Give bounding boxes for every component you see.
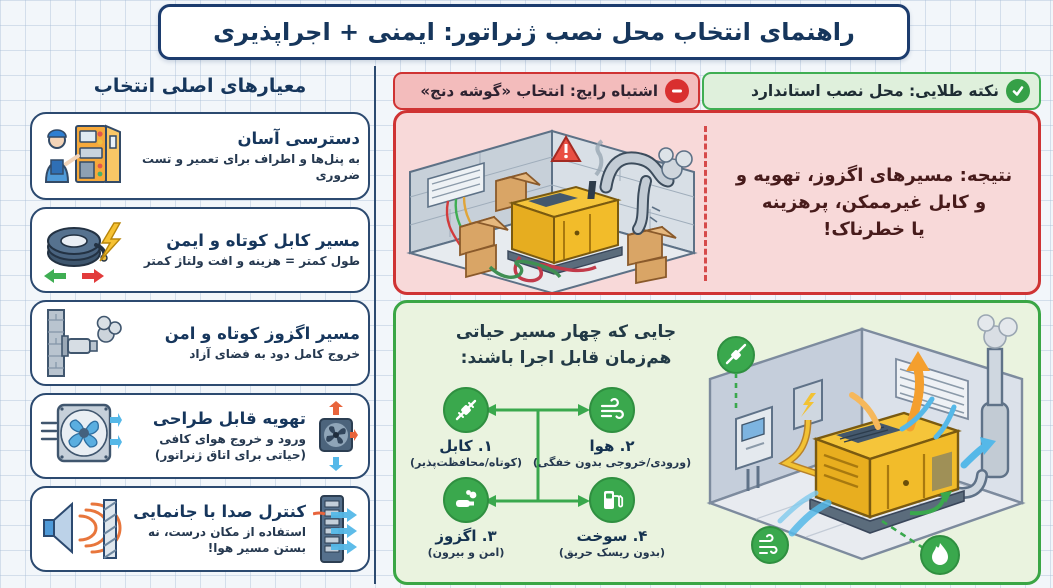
column-divider xyxy=(374,66,376,584)
criteria-title: دسترسی آسان xyxy=(237,128,360,148)
plug-cable-icon xyxy=(443,387,489,433)
path-title: ۴. سوخت xyxy=(576,527,648,545)
standard-room-illustration xyxy=(706,314,1026,575)
speaker-sound-barrier-icon xyxy=(40,494,124,564)
wind-icon xyxy=(589,387,635,433)
criteria-subtitle: به پنل‌ها و اطراف برای تعمیر و تست ضروری xyxy=(141,152,360,183)
mistake-result-text: نتیجه: مسیرهای اگزوز، تهویه و و کابل غیر… xyxy=(712,113,1036,292)
path-subtitle: (بدون ریسک حریق) xyxy=(558,546,666,559)
criteria-card-noise: کنترل صدا با جانمایی استفاده از مکان درس… xyxy=(30,486,370,572)
criteria-card-cable: مسیر کابل کوتاه و ایمن طول کمتر = هزینه … xyxy=(30,207,370,293)
criteria-subtitle: خروج کامل دود به فضای آزاد xyxy=(189,347,360,362)
common-mistake-badge: اشتباه رایج: انتخاب «گوشه دنج» xyxy=(393,72,700,110)
page-title-box: راهنمای انتخاب محل نصب ژنراتور: ایمنی + … xyxy=(158,4,910,60)
result-line-2: و کابل غیرممکن، پرهزینه xyxy=(761,192,987,213)
criteria-title: مسیر اگزوز کوتاه و امن xyxy=(164,323,360,343)
path-item-exhaust: ۳. اگزوز (امن و بیرون) xyxy=(408,477,524,559)
path-title: ۳. اگزوز xyxy=(435,527,497,545)
criteria-card-exhaust: مسیر اگزوز کوتاه و امن خروج کامل دود به … xyxy=(30,300,370,386)
cable-coil-lightning-icon xyxy=(40,215,124,285)
louver-airflow-icon xyxy=(312,492,360,566)
path-item-fuel: ۴. سوخت (بدون ریسک حریق) xyxy=(524,477,700,559)
fuel-pump-icon xyxy=(589,477,635,523)
result-line-3: یا خطرناک! xyxy=(823,219,925,240)
red-dashed-divider xyxy=(704,126,707,281)
sidebar-heading: معیارهای اصلی انتخاب xyxy=(93,75,307,97)
solution-heading: جایی که چهار مسیر حیاتی هم‌زمان قابل اجر… xyxy=(426,319,706,372)
golden-tip-label: نکته طلایی: محل نصب استاندارد xyxy=(751,82,999,100)
path-subtitle: (ورودی/خروجی بدون خفگی) xyxy=(532,456,692,469)
criteria-subtitle: ورود و خروج هوای کافی (حیاتی برای اتاق ژ… xyxy=(154,432,306,463)
criteria-title: مسیر کابل کوتاه و ایمن xyxy=(166,230,360,250)
path-title: ۲. هوا xyxy=(589,437,635,455)
minus-circle-icon xyxy=(665,79,689,103)
criteria-subtitle: استفاده از مکان درست، نه بستن مسیر هوا! xyxy=(148,525,306,556)
path-title: ۱. کابل xyxy=(439,437,493,455)
page-title: راهنمای انتخاب محل نصب ژنراتور: ایمنی + … xyxy=(213,18,855,46)
criteria-card-ventilation: تهویه قابل طراحی ورود و خروج هوای کافی (… xyxy=(30,393,370,479)
result-line-1: نتیجه: مسیرهای اگزوز، تهویه و xyxy=(735,165,1013,186)
criteria-subtitle: طول کمتر = هزینه و افت ولتاژ کمتر xyxy=(143,254,360,269)
criteria-sidebar: معیارهای اصلی انتخاب xyxy=(30,66,370,572)
path-subtitle: (کوتاه/محافظت‌پذیر) xyxy=(409,456,522,469)
path-subtitle: (امن و بیرون) xyxy=(427,546,505,559)
ventilation-fan-icon xyxy=(40,401,124,471)
exhaust-through-wall-icon xyxy=(40,308,124,378)
cluttered-corner-illustration xyxy=(406,129,698,292)
check-circle-icon xyxy=(1006,79,1030,103)
technician-control-panel-icon xyxy=(40,120,124,192)
small-fan-airflow-icon xyxy=(312,399,360,473)
golden-tip-badge: نکته طلایی: محل نصب استاندارد xyxy=(702,72,1041,110)
criteria-cards: دسترسی آسان به پنل‌ها و اطراف برای تعمیر… xyxy=(30,112,370,572)
criteria-title: تهویه قابل طراحی xyxy=(152,408,306,428)
common-mistake-label: اشتباه رایج: انتخاب «گوشه دنج» xyxy=(420,82,658,100)
path-item-cable: ۱. کابل (کوتاه/محافظت‌پذیر) xyxy=(408,387,524,469)
criteria-title: کنترل صدا با جانمایی xyxy=(133,501,306,521)
solution-heading-line-2: هم‌زمان قابل اجرا باشند: xyxy=(460,348,672,369)
solution-heading-line-1: جایی که چهار مسیر حیاتی xyxy=(455,322,677,342)
mistake-panel: نتیجه: مسیرهای اگزوز، تهویه و و کابل غیر… xyxy=(393,110,1041,295)
exhaust-pipe-icon xyxy=(443,477,489,523)
path-item-air: ۲. هوا (ورودی/خروجی بدون خفگی) xyxy=(524,387,700,469)
solution-panel: جایی که چهار مسیر حیاتی هم‌زمان قابل اجر… xyxy=(393,300,1041,585)
criteria-card-access: دسترسی آسان به پنل‌ها و اطراف برای تعمیر… xyxy=(30,112,370,200)
